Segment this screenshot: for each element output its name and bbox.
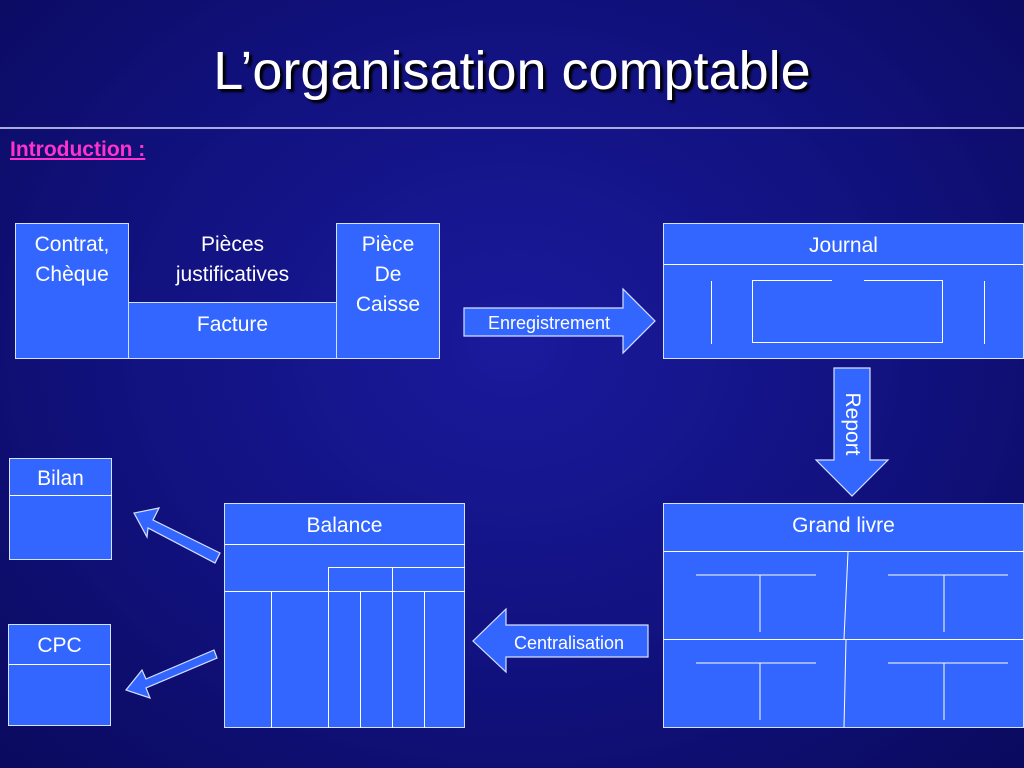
grand-livre-box [663, 503, 1024, 728]
enregistrement-label: Enregistrement [487, 313, 611, 333]
caisse-box [336, 223, 440, 359]
journal-left-rule [711, 281, 712, 344]
intro-heading: Introduction : [10, 138, 146, 161]
cpc-header-line [9, 664, 111, 665]
journal-label: Journal [809, 234, 878, 257]
balance-label: Balance [306, 514, 383, 537]
balance-col-2 [328, 567, 329, 728]
journal-box [663, 223, 1024, 359]
facture-label: Facture [196, 313, 269, 336]
slide-title: L’organisation comptable [213, 41, 811, 101]
centralisation-label: Centralisation [513, 633, 625, 653]
bilan-label: Bilan [37, 467, 84, 490]
centralisation-arrow [472, 607, 649, 674]
caisse-label: Pièce De Caisse [355, 233, 421, 316]
pieces-justificatives-label: Pièces justificatives [175, 233, 290, 286]
balance-col-1 [271, 591, 272, 728]
report-label: Report [841, 392, 864, 456]
cpc-box [8, 624, 111, 726]
facture-box [128, 302, 337, 359]
bilan-box [9, 458, 112, 560]
journal-frame-gap [832, 278, 864, 283]
balance-line-3 [225, 591, 465, 592]
balance-col-3 [360, 591, 361, 728]
bilan-arrow [133, 507, 221, 564]
title-divider [0, 127, 1024, 129]
enregistrement-arrow [463, 287, 656, 355]
journal-right-rule [984, 281, 985, 344]
grand-livre-label: Grand livre [792, 514, 895, 537]
balance-col-4 [392, 567, 393, 728]
balance-line-2 [328, 567, 465, 568]
grand-livre-divider-upper [843, 551, 849, 640]
balance-line-1 [225, 544, 465, 545]
grand-livre-divider-lower [843, 639, 847, 728]
cpc-arrow [124, 649, 218, 699]
cpc-label: CPC [37, 634, 82, 657]
contrat-label: Contrat, Chèque [34, 233, 110, 286]
bilan-header-line [10, 495, 112, 496]
balance-col-5 [424, 591, 425, 728]
journal-header-line [664, 264, 1024, 265]
grand-livre-header-line [664, 551, 1024, 552]
report-arrow [814, 367, 890, 497]
grand-livre-mid-line [664, 639, 1024, 640]
contrat-box [15, 223, 129, 359]
